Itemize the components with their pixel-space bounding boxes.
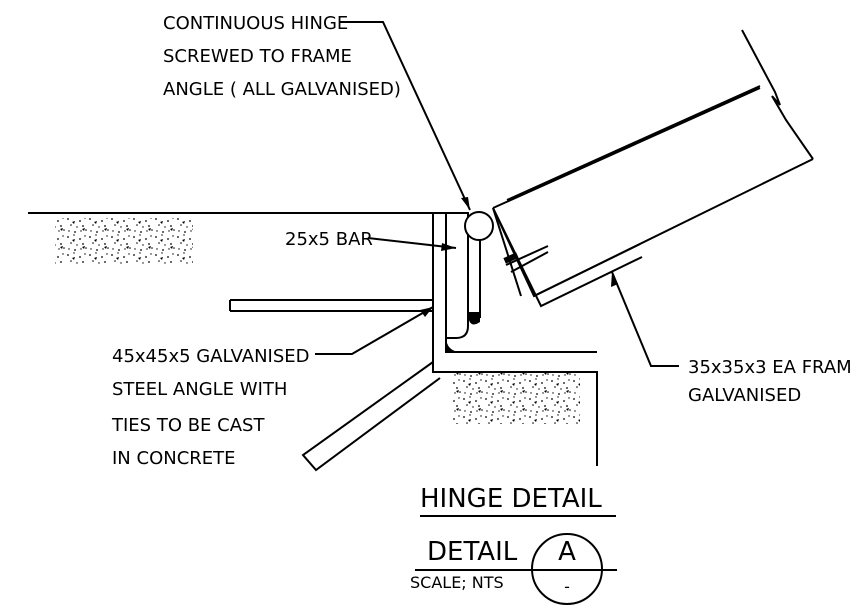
sheet-ref: - bbox=[564, 577, 570, 596]
callout-hinge-line1: CONTINUOUS HINGE bbox=[163, 13, 348, 34]
weld-fillet-lower bbox=[446, 336, 462, 352]
steel-angle-outer bbox=[432, 213, 598, 466]
callout-hinge-line3: ANGLE ( ALL GALVANISED) bbox=[163, 79, 401, 100]
detail-title: HINGE DETAIL bbox=[420, 484, 602, 514]
leader-hinge bbox=[340, 21, 471, 211]
arrowhead-frame bbox=[611, 272, 618, 287]
arrowhead-bar bbox=[441, 243, 456, 251]
callout-angle-line1: 45x45x5 GALVANISED bbox=[112, 346, 310, 367]
detail-bubble bbox=[531, 533, 603, 605]
arrowhead-hinge bbox=[461, 197, 470, 210]
flat-bar bbox=[446, 212, 469, 339]
leader-frame bbox=[611, 271, 679, 367]
callout-angle-line3: TIES TO BE CAST bbox=[111, 415, 265, 436]
concrete-hatch-upper bbox=[55, 218, 193, 264]
lid-bottom-edge bbox=[533, 158, 814, 297]
arrowhead-angle bbox=[420, 307, 433, 317]
upper-tie bbox=[229, 299, 433, 312]
hinge-pin bbox=[464, 211, 494, 241]
screw-head bbox=[503, 252, 519, 264]
break-line bbox=[741, 29, 814, 160]
callout-bar: 25x5 BAR bbox=[285, 229, 373, 250]
callout-angle-line4: IN CONCRETE bbox=[112, 448, 236, 469]
scale-label: SCALE; NTS bbox=[410, 573, 504, 592]
lid-end bbox=[492, 207, 522, 297]
frame-screw bbox=[505, 245, 549, 273]
lid-top-edge bbox=[492, 85, 761, 209]
leader-bar bbox=[367, 237, 457, 249]
concrete-hatch-lower bbox=[452, 372, 580, 424]
anchor-tie bbox=[301, 361, 441, 472]
detail-label: DETAIL bbox=[427, 537, 518, 567]
callout-frame-line2: GALVANISED bbox=[688, 385, 801, 406]
callout-hinge-line2: SCREWED TO FRAME bbox=[163, 46, 352, 67]
leader-angle bbox=[315, 306, 434, 355]
callout-angle-line2: STEEL ANGLE WITH bbox=[112, 379, 287, 400]
detail-id: A bbox=[558, 537, 576, 567]
callout-frame-line1: 35x35x3 EA FRAME bbox=[688, 357, 853, 378]
weld-fillet-upper bbox=[468, 312, 480, 325]
